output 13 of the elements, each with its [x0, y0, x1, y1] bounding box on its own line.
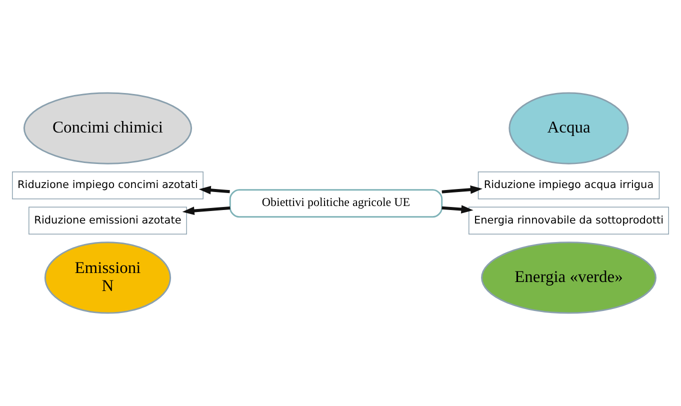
node-box: Obiettivi politiche agricole UE — [229, 189, 443, 218]
node-box: Riduzione emissioni azotate — [28, 206, 187, 235]
node-ellipse: Emissioni N — [44, 242, 172, 314]
arrow — [182, 206, 230, 216]
arrow — [198, 186, 230, 194]
node-box: Riduzione impiego acqua irrigua — [478, 171, 660, 200]
arrow — [442, 205, 474, 214]
node-ellipse: Acqua — [508, 92, 629, 164]
node-ellipse: Concimi chimici — [23, 92, 192, 164]
arrow — [442, 185, 482, 194]
node-box: Riduzione impiego concimi azotati — [12, 171, 204, 200]
node-ellipse: Energia «verde» — [481, 242, 656, 314]
node-box: Energia rinnovabile da sottoprodotti — [468, 206, 669, 235]
